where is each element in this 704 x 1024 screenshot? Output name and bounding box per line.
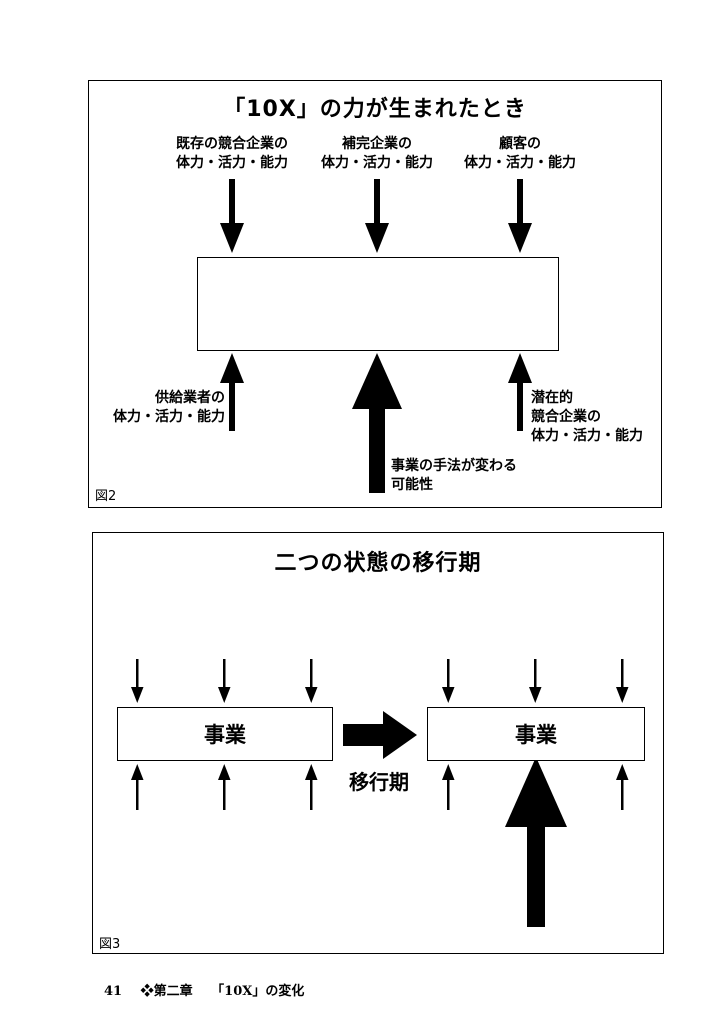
figure-2-title: 「10X」の力が生まれたとき [223,97,527,122]
transition-arrow [343,711,417,759]
transition-label: 移行期 [349,770,409,794]
figure-3-arrows [131,659,629,927]
business-box-right-label: 事業 [515,723,557,747]
big-force-arrow [505,757,567,927]
arrows-right-down [442,659,629,703]
arrows-left-up [131,764,318,810]
page-number: 41 [104,984,123,999]
label-complementors: 補完企業の 体力・活力・能力 [321,136,433,171]
arrow-down-competitors [220,179,244,253]
business-box-right: 事業 [427,707,645,761]
business-box [197,257,559,351]
arrows-left-down [131,659,318,703]
arrow-down-complementors [365,179,389,253]
arrow-up-business-change [352,353,402,493]
label-customers: 顧客の 体力・活力・能力 [464,136,576,171]
figure-2: 「10X」の力が生まれたとき 既存の競合企業の 体力・活力・能力 補完企業の 体… [88,80,662,508]
arrow-down-customers [508,179,532,253]
section-label: 「10X」の変化 [211,984,305,999]
label-competitors: 既存の競合企業の 体力・活力・能力 [176,136,288,171]
figure-3-label: 図3 [99,937,121,952]
figure-3-title: 二つの状態の移行期 [274,551,482,576]
chapter-label: ❖第二章 [140,984,193,999]
arrow-up-potential-competitors [508,353,532,431]
label-business-change: 事業の手法が変わる 可能性 [391,458,517,493]
label-suppliers: 供給業者の 体力・活力・能力 [113,390,225,425]
business-box-left: 事業 [117,707,333,761]
arrows-right-up [442,764,629,810]
figure-2-arrows [220,179,532,493]
arrow-up-suppliers [220,353,244,431]
label-potential-competitors: 潜在的 競合企業の 体力・活力・能力 [531,390,643,444]
figure-3: 二つの状態の移行期 事業 事業 移行期 図3 [92,532,664,954]
page-footer: 41 ❖第二章 「10X」の変化 [104,980,318,999]
business-box-left-label: 事業 [204,723,246,747]
figure-2-label: 図2 [95,489,117,504]
